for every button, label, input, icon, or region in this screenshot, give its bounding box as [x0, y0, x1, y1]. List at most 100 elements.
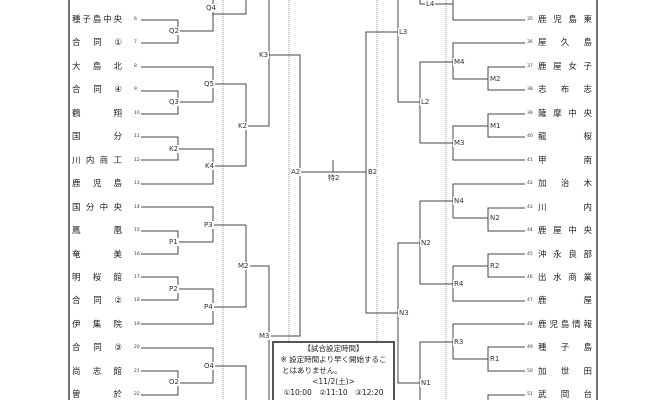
notice-line: ※ 設定時間より早く開始するこ — [280, 355, 387, 364]
team-number: 36 — [527, 40, 533, 46]
team-name: 龍桜 — [538, 132, 592, 143]
match-label: K4 — [204, 162, 216, 170]
match-label: K3 — [258, 51, 270, 59]
team-name: 屋久島 — [538, 38, 592, 49]
team-name: 志布志 — [538, 85, 592, 96]
notice-title: 【試合設定時間】 — [303, 344, 364, 353]
team-name: 伊集院 — [72, 319, 122, 330]
team-name: 合同④ — [72, 85, 122, 96]
team-name: 合同③ — [72, 343, 122, 354]
team-name: 鹿屋中央 — [538, 226, 592, 237]
team-number: 37 — [527, 63, 533, 69]
team-number: 15 — [134, 228, 140, 234]
match-label: L2 — [420, 98, 431, 106]
final-label: 特2 — [327, 174, 341, 182]
match-label: L4 — [425, 0, 436, 8]
team-number: 11 — [134, 134, 140, 140]
team-name: 川内商工 — [72, 155, 122, 166]
team-number: 19 — [134, 321, 140, 327]
match-label: L3 — [398, 28, 409, 36]
team-number: 50 — [527, 368, 533, 374]
team-name: 出水商業 — [538, 272, 592, 283]
team-number: 16 — [134, 251, 140, 257]
team-number: 13 — [134, 181, 140, 187]
match-label: Q4 — [205, 4, 217, 12]
match-label: M2 — [489, 75, 502, 83]
match-label: Q2 — [168, 27, 180, 35]
match-label: N3 — [398, 309, 410, 317]
match-label: M3 — [258, 332, 271, 340]
team-number: 7 — [134, 40, 137, 46]
team-number: 39 — [527, 110, 533, 116]
match-label: M2 — [237, 262, 250, 270]
team-name: 甲南 — [538, 155, 592, 166]
match-label: P3 — [203, 221, 214, 229]
team-number: 6 — [134, 17, 137, 22]
team-number: 43 — [527, 204, 533, 210]
team-number: 35 — [527, 17, 533, 22]
match-label: M3 — [453, 139, 466, 147]
match-label: R4 — [453, 280, 465, 288]
team-name: 合同① — [72, 38, 122, 49]
match-label: P2 — [168, 285, 179, 293]
match-label: R1 — [489, 355, 501, 363]
team-number: 14 — [134, 204, 140, 210]
team-name: 尚志館 — [72, 366, 122, 377]
match-time-notice: 【試合設定時間】 ※ 設定時間より早く開始するこ とはありません。 <11/2(… — [272, 341, 395, 400]
team-name: 鹿児島東 — [538, 15, 592, 25]
team-number: 8 — [134, 63, 137, 69]
match-label: N4 — [453, 197, 465, 205]
match-label: K2 — [237, 122, 249, 130]
team-number: 22 — [134, 392, 140, 398]
team-number: 46 — [527, 274, 533, 280]
team-name: 曽於 — [72, 390, 122, 400]
team-number: 42 — [527, 181, 533, 187]
team-name: 種子島中央 — [72, 15, 122, 25]
match-label: R2 — [489, 262, 501, 270]
team-name: 鶴翔 — [72, 108, 122, 119]
team-name: 加世田 — [538, 366, 592, 377]
team-number: 10 — [134, 110, 140, 116]
match-label: N2 — [420, 239, 432, 247]
match-label: P4 — [203, 303, 214, 311]
team-name: 武岡台 — [538, 390, 592, 400]
team-number: 47 — [527, 298, 533, 304]
match-label: N1 — [420, 379, 432, 387]
team-name: 奄美 — [72, 249, 122, 260]
notice-line: とはありません。 — [282, 366, 342, 375]
team-number: 44 — [527, 228, 533, 234]
team-number: 17 — [134, 274, 140, 280]
team-number: 45 — [527, 251, 533, 257]
match-label: Q5 — [203, 80, 215, 88]
team-number: 38 — [527, 87, 533, 93]
team-number: 18 — [134, 298, 140, 304]
match-label: A2 — [290, 168, 302, 176]
team-name: 国分中央 — [72, 202, 122, 213]
match-label: K2 — [168, 145, 180, 153]
match-label: M1 — [489, 122, 502, 130]
team-name: 国分 — [72, 132, 122, 143]
team-name: 鹿児島 — [72, 179, 122, 190]
team-name: 鹿屋 — [538, 296, 592, 307]
team-number: 21 — [134, 368, 140, 374]
notice-date: <11/2(土)> — [312, 377, 355, 386]
team-name: 鹿屋女子 — [538, 61, 592, 72]
team-number: 9 — [134, 87, 137, 93]
team-number: 51 — [527, 392, 533, 398]
team-name: 大島北 — [72, 61, 122, 72]
match-label: O4 — [203, 362, 215, 370]
team-number: 48 — [527, 321, 533, 327]
notice-times: ①10:00 ②11:10 ③12:20 — [283, 388, 384, 397]
match-label: R3 — [453, 338, 465, 346]
team-number: 12 — [134, 157, 140, 163]
team-name: 鳳凰 — [72, 226, 122, 237]
team-number: 49 — [527, 345, 533, 351]
team-name: 合同② — [72, 296, 122, 307]
team-name: 加治木 — [538, 179, 592, 190]
match-label: B2 — [367, 168, 379, 176]
team-name: 沖永良部 — [538, 249, 592, 260]
team-number: 40 — [527, 134, 533, 140]
match-label: N2 — [489, 214, 501, 222]
team-name: 種子島 — [538, 343, 592, 354]
